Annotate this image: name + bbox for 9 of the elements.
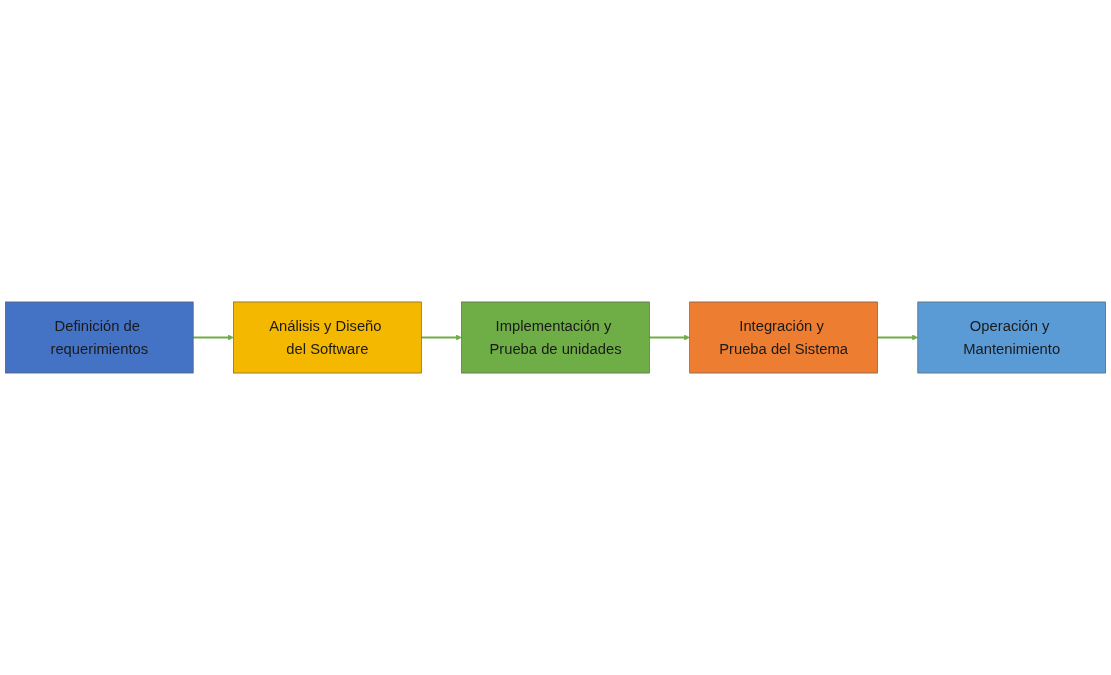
arrow (421, 334, 462, 341)
arrow (877, 334, 919, 341)
node-box: Implementación y Prueba de unidades (461, 301, 650, 374)
node-box: Análisis y Diseño del Software (233, 301, 422, 374)
arrow (193, 334, 234, 341)
arrow (649, 334, 690, 341)
node-box: Definición de requerimientos (5, 301, 194, 374)
node-box: Integración y Prueba del Sistema (689, 301, 878, 374)
node-box: Operación y Mantenimiento (917, 301, 1106, 374)
